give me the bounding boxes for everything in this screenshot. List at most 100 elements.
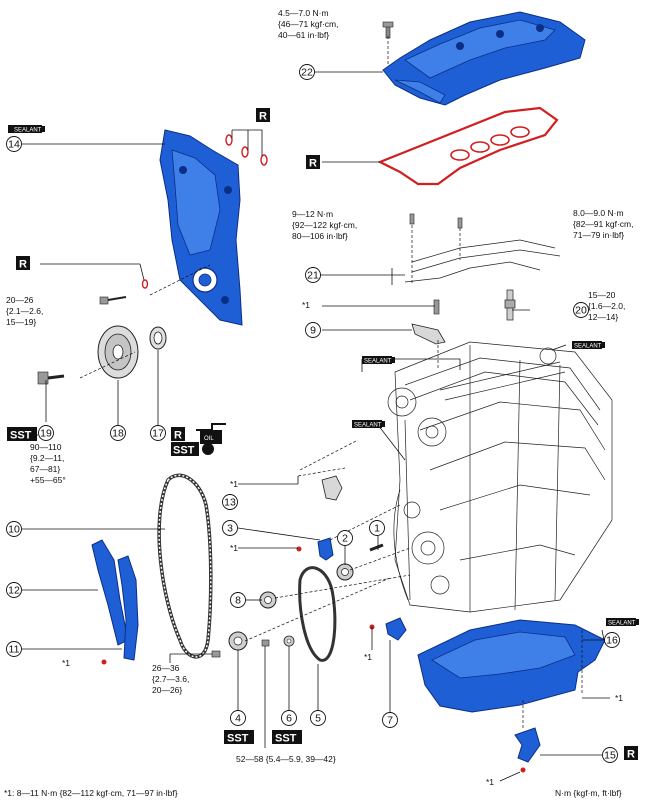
harness-bracket-part: [404, 213, 561, 283]
callout-number: 18: [112, 428, 124, 440]
chain-tensioner-part: [385, 617, 407, 641]
oil-pan-part: [417, 619, 606, 713]
torque-4-line-2: {2.7—3.6,: [152, 674, 189, 684]
torque-6: 52—58 {5.4—5.9, 39—42}: [236, 754, 336, 764]
idler-sprocket-part: [259, 591, 277, 609]
callout-circle: [602, 747, 618, 763]
star1-label-9: *1: [302, 300, 310, 310]
callout-number: 9: [310, 325, 316, 337]
sealant-badge-right: SEALANT: [572, 341, 605, 350]
sst-badge-6: SST: [272, 730, 302, 745]
torque-4-line-3: 20—26}: [152, 685, 182, 695]
callout-circle: [305, 267, 321, 283]
callout-circle: [150, 425, 166, 441]
torque-21a-line-3: 80—106 in·lbf}: [292, 231, 348, 241]
callout-number: 3: [227, 523, 233, 535]
star1-label-13: *1: [230, 479, 238, 489]
leader-lines: [22, 36, 610, 782]
callout-circle: [38, 425, 54, 441]
spark-plug-part: [504, 289, 516, 321]
callout-circle: [6, 521, 22, 537]
pulley-lock-bolt-part: [37, 371, 65, 385]
sst-label-4: SST: [227, 733, 249, 745]
torque-cover: 20—26 {2.1—2.6, 15—19}: [6, 295, 43, 327]
torque-20-line-2: {1.6—2.0,: [588, 301, 625, 311]
callout-circle: [310, 710, 326, 726]
r-badge-15: R: [624, 746, 638, 761]
sealant-badge-16: SEALANT: [606, 618, 639, 627]
engine-front-cover-part: [159, 129, 243, 326]
front-oil-seal-part: [149, 326, 167, 350]
callout-circle: [299, 64, 315, 80]
crankshaft-pulley-part: [97, 325, 139, 379]
callout-number: 4: [235, 713, 241, 725]
callout-circle: [230, 710, 246, 726]
callout-circle: [110, 425, 126, 441]
cover-bolt: [99, 296, 127, 305]
callout-number: 11: [9, 644, 20, 656]
torque-22-line-2: {46—71 kgf·cm,: [278, 19, 338, 29]
callout-number: 17: [152, 428, 164, 440]
torque-19-line-4: +55—65°: [30, 475, 66, 485]
callout-number: 12: [8, 585, 20, 597]
sealant-badge-mid: SEALANT: [352, 420, 385, 429]
oil-pump-chain-tensioner-part: [317, 537, 334, 561]
oil-pump-sprocket-part: [228, 631, 248, 651]
sst-badge-19: SST: [7, 427, 37, 442]
units-note: N·m {kgf·m, ft·lbf}: [555, 788, 622, 798]
sst-badge-17: SST: [171, 442, 199, 457]
small-bracket-part: [411, 299, 446, 345]
callout-number: 7: [387, 715, 393, 727]
sst-label-19: SST: [10, 430, 32, 442]
callout-circle: [305, 322, 321, 338]
callout-circle: [573, 302, 589, 318]
torque-19-line-1: 90—110: [30, 442, 62, 452]
o-rings: [141, 134, 268, 289]
head-cover-gasket: [377, 106, 559, 186]
torque-21b: 8.0—9.0 N·m {82—91 kgf·cm, 71—79 in·lbf}: [573, 208, 633, 240]
callout-number: 19: [40, 428, 52, 440]
callout-circle: [222, 520, 238, 536]
callout-number: 13: [224, 497, 236, 509]
oil-strainer-part: [514, 727, 541, 773]
tensioner-arm-part: [117, 555, 139, 661]
dowel-pin-part: [369, 543, 384, 552]
torque-20-line-1: 15—20: [588, 290, 616, 300]
sealant-label-right: SEALANT: [574, 344, 602, 350]
r-badge-cover: R: [16, 256, 30, 271]
torque-21b-line-2: {82—91 kgf·cm,: [573, 219, 633, 229]
callout-number: 2: [342, 533, 348, 545]
oil-label: OIL: [204, 436, 214, 442]
callout-circle: [337, 530, 353, 546]
r-badge-gasket: R: [306, 155, 320, 170]
sst-label-6: SST: [275, 733, 297, 745]
callout-number: 10: [8, 524, 20, 536]
torque-21b-line-1: 8.0—9.0 N·m: [573, 208, 624, 218]
footnote: *1: 8—11 N·m {82—112 kgf·cm, 71—97 in·lb…: [4, 788, 178, 798]
sealant-badge-14: SEALANT: [8, 125, 45, 134]
sealant-label-16: SEALANT: [608, 621, 636, 627]
torque-21a: 9—12 N·m {92—122 kgf·cm, 80—106 in·lbf}: [292, 209, 357, 241]
torque-22-line-3: 40—61 in·lbf}: [278, 30, 329, 40]
torque-4: 26—36 {2.7—3.6, 20—26}: [152, 663, 189, 695]
star1-label-3: *1: [230, 543, 238, 553]
sealant-label-14: SEALANT: [14, 128, 42, 134]
callout-circle: [604, 632, 620, 648]
torque-4-line-1: 26—36: [152, 663, 180, 673]
torque-cover-line-1: 20—26: [6, 295, 34, 305]
cylinder-head-cover-part: [382, 11, 586, 106]
torque-cover-line-3: 15—19}: [6, 317, 36, 327]
washer-part: [283, 635, 295, 647]
callout-circle: [281, 710, 297, 726]
star1-label-15: *1: [486, 777, 494, 787]
star1-label-11: *1: [62, 658, 70, 668]
r-label-15: R: [627, 749, 635, 761]
star1-label-16: *1: [615, 693, 623, 703]
r-badge-17: R: [171, 427, 185, 442]
tensioner-bracket-part: [321, 475, 343, 501]
torque-20-line-3: 12—14}: [588, 312, 618, 322]
torque-20: 15—20 {1.6—2.0, 12—14}: [588, 290, 625, 322]
torque-19-line-3: 67—81}: [30, 464, 60, 474]
